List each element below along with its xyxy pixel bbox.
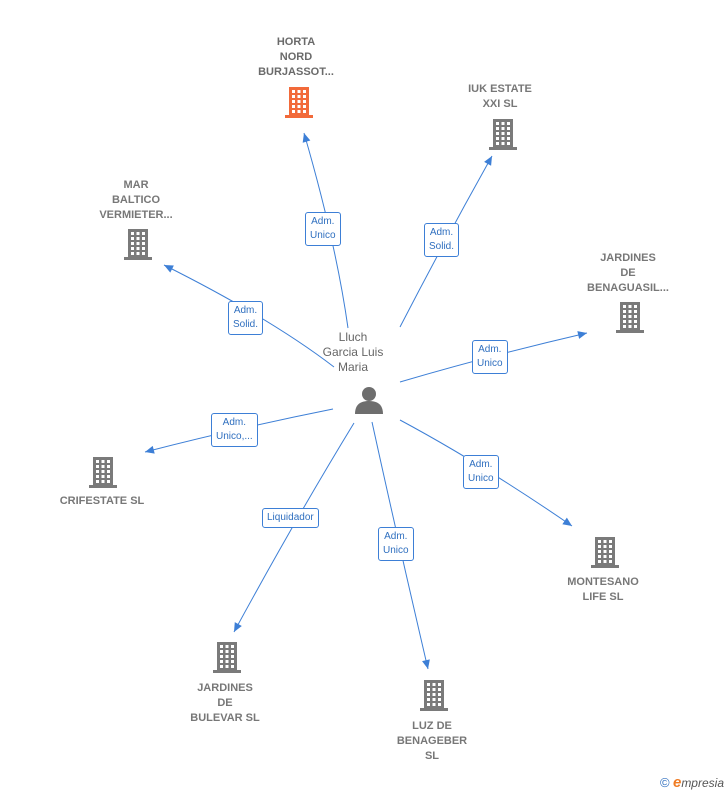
company-name-benaguasil[interactable]: JARDINES DE BENAGUASIL...	[587, 252, 669, 294]
company-name-benageber[interactable]: LUZ DE BENAGEBER SL	[396, 720, 468, 762]
building-icon[interactable]	[487, 117, 519, 156]
company-name-mar[interactable]: MAR BALTICO VERMIETER...	[99, 179, 173, 221]
building-icon[interactable]	[283, 85, 315, 124]
company-name-montesano[interactable]: MONTESANO LIFE SL	[567, 576, 639, 603]
arrowhead-iuk	[484, 156, 492, 166]
arrowhead-benageber	[422, 659, 430, 669]
copyright-symbol: ©	[660, 775, 670, 790]
relation-badge-benaguasil[interactable]: Adm. Unico	[472, 340, 508, 374]
footer-brand: © empresia	[660, 774, 724, 791]
relation-badge-benageber[interactable]: Adm. Unico	[378, 527, 414, 561]
building-icon[interactable]	[418, 678, 450, 717]
relation-badge-bulevar[interactable]: Liquidador	[262, 508, 319, 528]
relation-badge-iuk[interactable]: Adm. Solid.	[424, 223, 460, 257]
building-icon[interactable]	[87, 455, 119, 494]
relation-badge-crifestate[interactable]: Adm. Unico,...	[211, 413, 258, 447]
brand-name: mpresia	[681, 776, 724, 790]
company-name-bulevar[interactable]: JARDINES DE BULEVAR SL	[190, 682, 260, 724]
building-icon[interactable]	[614, 300, 646, 339]
arrowhead-benaguasil	[577, 331, 587, 339]
company-name-horta[interactable]: HORTA NORD BURJASSOT...	[258, 36, 334, 78]
arrowhead-horta	[302, 133, 311, 143]
building-icon[interactable]	[589, 535, 621, 574]
person-icon[interactable]	[353, 385, 385, 415]
brand-initial: e	[672, 774, 682, 791]
arrowhead-mar	[164, 265, 174, 273]
relation-badge-montesano[interactable]: Adm. Unico	[463, 455, 499, 489]
arrowhead-bulevar	[234, 622, 242, 632]
building-icon[interactable]	[211, 640, 243, 679]
arrowhead-montesano	[562, 517, 572, 526]
relation-badge-horta[interactable]: Adm. Unico	[305, 212, 341, 246]
relation-badge-mar[interactable]: Adm. Solid.	[228, 301, 264, 335]
person-name[interactable]: Lluch Garcia Luis Maria	[322, 330, 384, 374]
arrowhead-crifestate	[145, 445, 155, 454]
building-icon[interactable]	[122, 227, 154, 266]
company-name-iuk[interactable]: IUK ESTATE XXI SL	[468, 83, 532, 110]
company-name-crifestate[interactable]: CRIFESTATE SL	[59, 495, 145, 507]
